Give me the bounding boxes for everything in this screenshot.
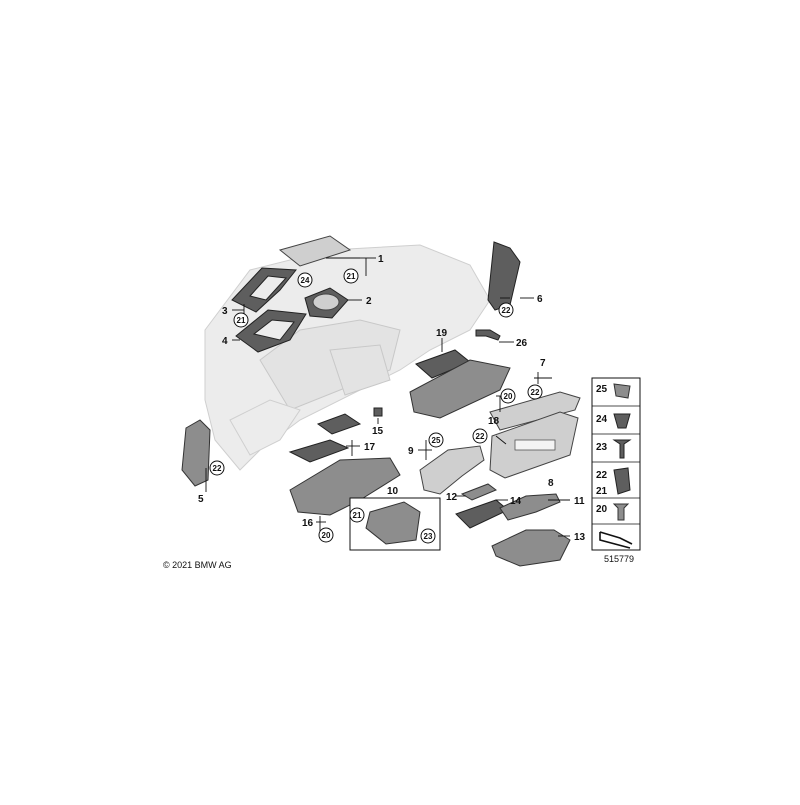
callout-15: 15 [372,426,384,437]
copyright-label: © 2021 BMW AG [163,560,232,570]
diagram-id: 515779 [604,554,634,564]
svg-text:21: 21 [353,511,362,520]
part-9-instrument-frame [419,445,485,495]
part-11-cover [499,493,561,521]
part-17-upper [316,413,362,435]
callout-26: 26 [516,338,528,349]
svg-text:25: 25 [432,436,441,445]
legend-clip-22-21 [613,467,631,495]
circle-20-part16: 20 [318,527,334,543]
part-5-end-panel [181,419,211,487]
legend-23: 23 [596,442,608,453]
callout-9: 9 [408,446,414,457]
svg-text:23: 23 [424,532,433,541]
legend-nut-24 [613,413,631,429]
legend-wire-symbol [599,531,633,549]
part-13-column-trim [491,529,571,567]
part-8-detail [514,439,556,451]
callout-6: 6 [537,294,543,305]
callout-17: 17 [364,442,376,453]
part-15-clip [373,407,383,417]
circle-22-part8: 22 [472,428,488,444]
callout-3: 3 [222,306,228,317]
part-3-frame [231,267,297,313]
circle-23-part10: 23 [420,528,436,544]
svg-text:20: 20 [504,392,513,401]
callout-12: 12 [446,492,458,503]
legend-21: 21 [596,486,608,497]
callout-11: 11 [574,496,585,507]
circle-21-part3: 21 [233,312,249,328]
svg-text:24: 24 [301,276,310,285]
callout-1: 1 [378,254,384,265]
part-1-top-cover [278,235,352,267]
callout-8: 8 [548,478,554,489]
legend-24: 24 [596,414,608,425]
svg-text:22: 22 [476,432,485,441]
circle-21-part1: 21 [343,268,359,284]
circle-22-part7: 22 [527,384,543,400]
circle-20-part18: 20 [500,388,516,404]
part-2-speaker-grille [312,293,340,311]
circle-25-part9: 25 [428,432,444,448]
svg-text:22: 22 [502,306,511,315]
circle-24-part2: 24 [297,272,313,288]
callout-4: 4 [222,336,228,347]
part-16-carrier [289,457,401,516]
part-17-bracket [288,439,350,463]
legend-20: 20 [596,504,608,515]
legend-22: 22 [596,470,608,481]
circle-22-part5: 22 [209,460,225,476]
callout-5: 5 [198,494,204,505]
callout-7: 7 [540,358,546,369]
svg-text:22: 22 [531,388,540,397]
part-26-rod [475,329,501,341]
fastener-legend: 25 24 23 22 21 20 [591,377,641,551]
legend-clip-25 [613,383,631,399]
callout-16: 16 [302,518,314,529]
part-18-bracket [409,359,511,419]
part-12-strip [460,483,497,501]
callout-10: 10 [387,486,399,497]
svg-text:22: 22 [213,464,222,473]
legend-25: 25 [596,384,608,395]
circle-21-part10: 21 [349,507,365,523]
circle-22-part6: 22 [498,302,514,318]
part-6-end-panel [487,241,521,311]
callout-2: 2 [366,296,372,307]
svg-text:20: 20 [322,531,331,540]
callout-19: 19 [436,328,448,339]
part-4-frame [235,309,307,353]
callout-18: 18 [488,416,500,427]
part-14-cover [455,499,509,529]
legend-screw-23 [612,439,632,459]
legend-rivet-20 [612,503,630,521]
part-10-glovebox [365,501,421,545]
callout-14: 14 [510,496,522,507]
dashboard-outline [204,244,491,471]
svg-text:21: 21 [347,272,356,281]
callout-13: 13 [574,532,586,543]
part-7-trim [489,391,581,431]
svg-text:21: 21 [237,316,246,325]
